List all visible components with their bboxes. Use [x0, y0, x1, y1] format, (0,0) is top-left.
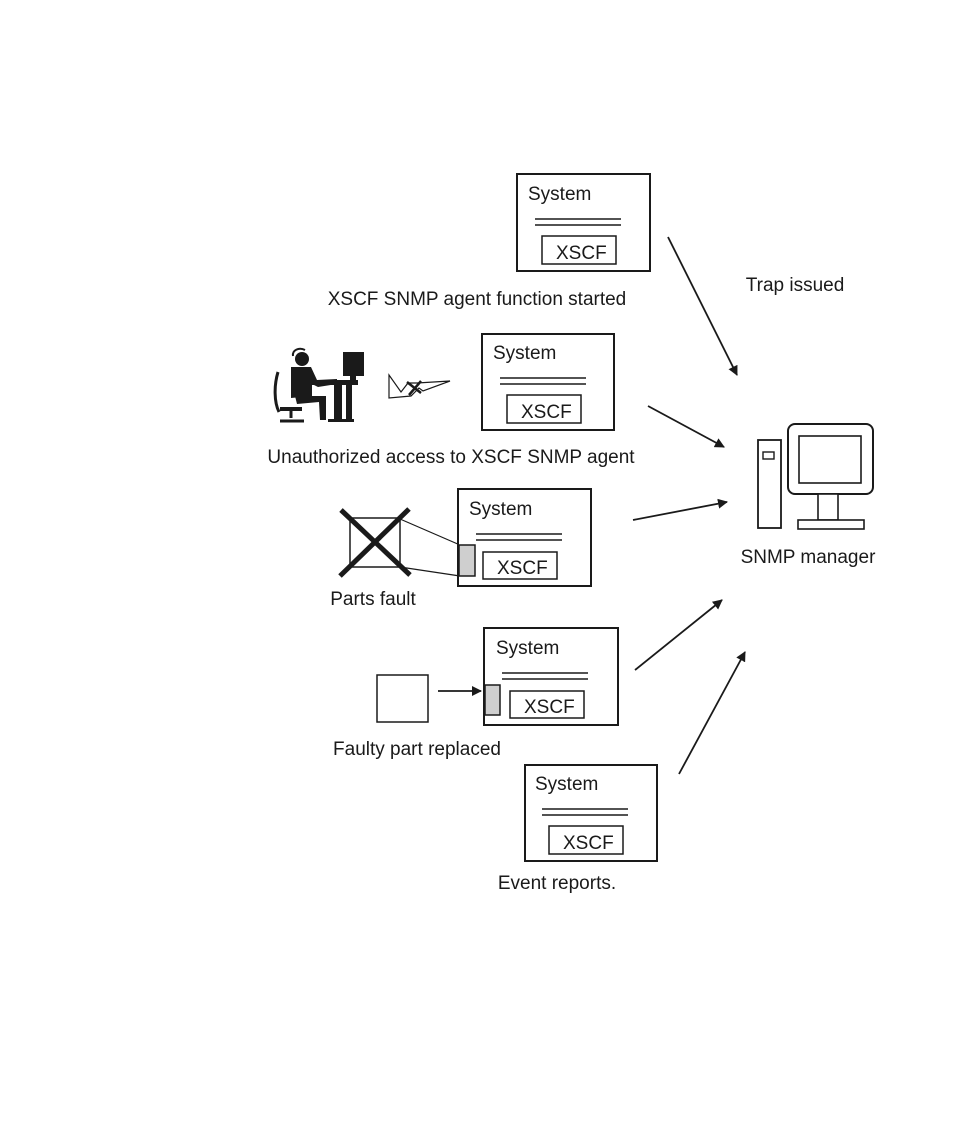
system-box-1: System XSCF	[516, 173, 651, 272]
caption-event-reports: Event reports.	[498, 873, 616, 894]
trap-arrow-2	[647, 405, 725, 448]
trap-arrow-5	[678, 651, 746, 775]
trap-arrow-3	[632, 498, 728, 521]
system-title: System	[528, 184, 591, 205]
trap-arrow-4	[634, 599, 723, 671]
crossed-out-part-icon	[338, 507, 461, 578]
xscf-label: XSCF	[497, 558, 548, 579]
xscf-label: XSCF	[563, 833, 614, 854]
xscf-label: XSCF	[524, 697, 575, 718]
broken-connection-icon	[388, 373, 451, 399]
desktop-computer-icon	[757, 423, 874, 530]
system-box-5: System XSCF	[524, 764, 658, 862]
caption-part-replaced: Faulty part replaced	[333, 739, 501, 760]
trap-arrow-1	[667, 236, 738, 376]
system-title: System	[535, 774, 598, 795]
trap-issued-label: Trap issued	[746, 275, 845, 296]
replacement-part-icon	[376, 674, 429, 723]
caption-agent-started: XSCF SNMP agent function started	[328, 289, 627, 310]
person-at-computer-icon	[273, 347, 364, 423]
caption-parts-fault: Parts fault	[330, 589, 416, 610]
caption-unauthorized-access: Unauthorized access to XSCF SNMP agent	[267, 447, 635, 468]
system-title: System	[493, 343, 556, 364]
system-box-4: System XSCF	[483, 627, 619, 726]
faulty-part-slot	[458, 544, 476, 577]
snmp-manager-label: SNMP manager	[741, 547, 876, 568]
xscf-label: XSCF	[521, 402, 572, 423]
system-title: System	[469, 499, 532, 520]
system-title: System	[496, 638, 559, 659]
new-part-slot	[484, 684, 501, 716]
xscf-label: XSCF	[556, 243, 607, 264]
system-box-3: System XSCF	[457, 488, 592, 587]
system-box-2: System XSCF	[481, 333, 615, 431]
